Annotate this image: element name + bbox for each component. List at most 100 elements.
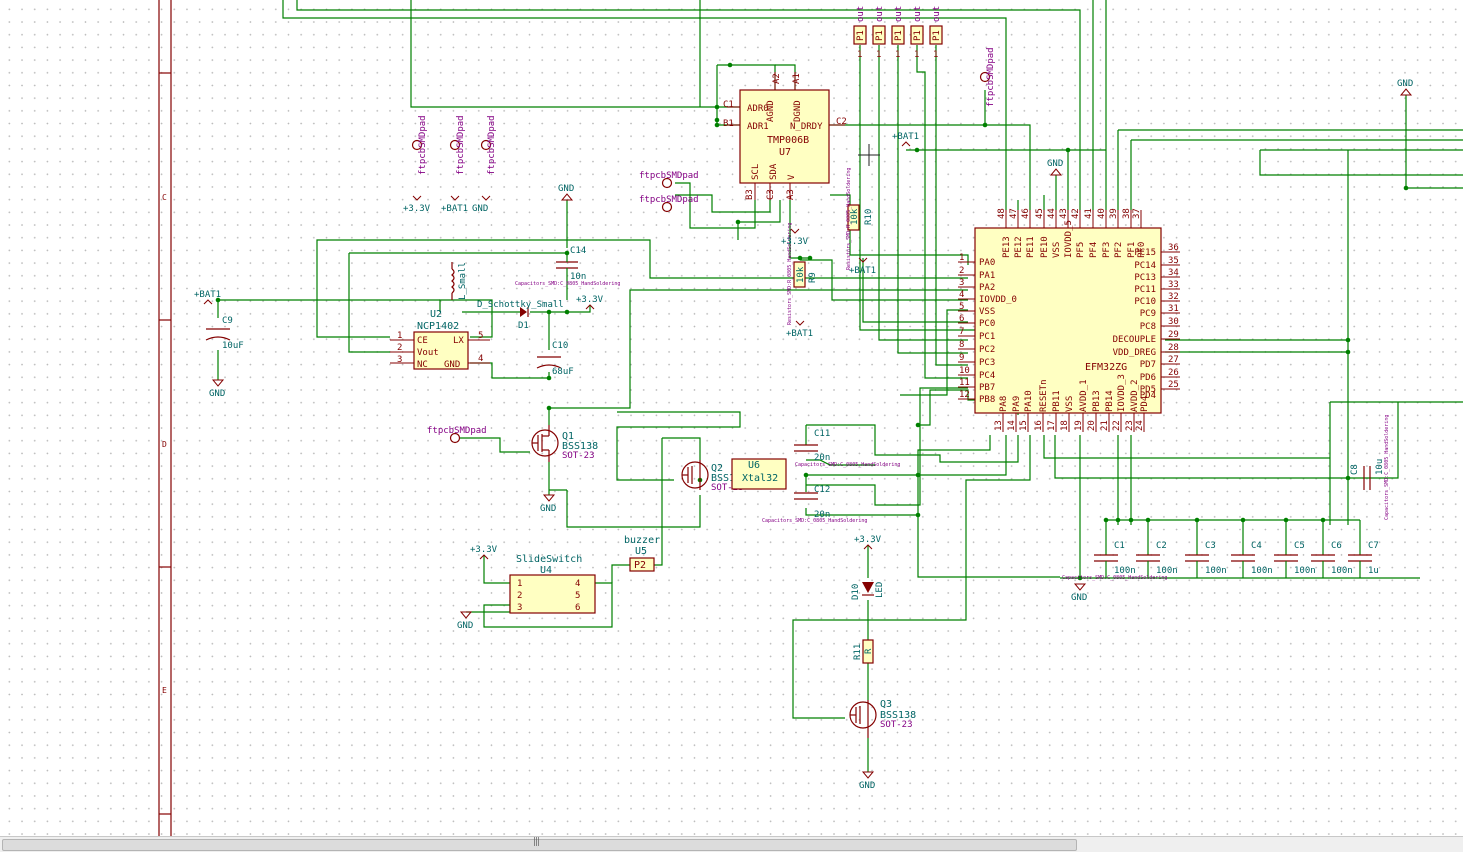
u1-pin-left-5: PC0 [979, 319, 995, 329]
u5-value: buzzer [624, 535, 660, 546]
test-pad-label-3: ftpcbSMDpad [986, 47, 996, 107]
u1-num-right-11: 25 [1168, 380, 1179, 390]
component-l1[interactable]: L_Small [451, 262, 468, 300]
component-q3[interactable]: Q3 BSS138 SOT-23 [849, 699, 916, 738]
p1-pin-2: 1 [895, 50, 900, 60]
u1-pin-bottom-0: PA8 [999, 396, 1009, 412]
power-up-label-2: +3.3V [470, 545, 498, 555]
u1-num-top-9: 39 [1109, 208, 1119, 219]
component-u5[interactable]: buzzer U5 P2 [624, 535, 660, 572]
u1-pin-bottom-11: PD4 [1140, 396, 1150, 412]
u1-pin-top-8: PF3 [1102, 242, 1112, 258]
component-q1[interactable]: Q1 BSS138 SOT-23 [531, 425, 598, 462]
bypass-cap-ref-3: C4 [1251, 541, 1262, 551]
component-c10[interactable]: C10 68uF [536, 341, 574, 377]
power-down-label-1: +BAT1 [441, 204, 468, 214]
power-down-label-2: GND [472, 204, 488, 214]
u1-pin-right-0: PC15 [1134, 248, 1156, 258]
power-up-label-0: +BAT1 [194, 290, 221, 300]
u1-num-bottom-4: 17 [1047, 420, 1057, 431]
u7-value: TMP006B [767, 135, 809, 146]
p1-pin-4: 1 [933, 50, 938, 60]
bypass-cap-ref-1: C2 [1156, 541, 1167, 551]
u1-num-right-4: 32 [1168, 292, 1179, 302]
p1-label-3: out [913, 6, 923, 22]
component-u6[interactable]: U6 Xtal32 [731, 458, 787, 490]
horizontal-scrollbar[interactable]: ||| [0, 836, 1463, 852]
u1-num-right-1: 35 [1168, 256, 1179, 266]
component-d1[interactable]: D_Schottky_Small D1 [477, 300, 564, 331]
gnd-symbol-0: GND [209, 379, 225, 399]
u1-num-left-5: 6 [959, 314, 964, 324]
u7-pin-v: V [787, 174, 797, 180]
u1-pin-bottom-9: IOVDD_3 [1117, 374, 1127, 412]
u7-pin-ndrdy: N_DRDY [790, 122, 823, 132]
component-r11[interactable]: R11 R [853, 639, 874, 664]
u1-num-bottom-3: 16 [1034, 420, 1044, 431]
u2-pin-nc: NC [417, 360, 428, 370]
sheet-frame: C D E [158, 0, 172, 836]
test-pad-0: ftpcbSMDpad [411, 115, 428, 175]
u1-pin-left-7: PC2 [979, 345, 995, 355]
component-d10[interactable]: D10 LED [851, 582, 885, 600]
frame-row-e: E [162, 686, 167, 695]
u1-num-right-3: 33 [1168, 280, 1179, 290]
u1-pin-left-4: VSS [979, 307, 995, 317]
u4-pin-6: 6 [575, 603, 580, 613]
p1-label-4: out [932, 6, 942, 22]
component-u2[interactable]: CE Vout NC LX GND 1 2 3 5 4 U2 NCP1402 [390, 309, 490, 370]
r10-footprint: Resistors_SMD:R_0805_HandSoldering [846, 168, 852, 270]
component-c11[interactable]: C11 20n Capacitors_SMD:C_0805_HandSolder… [794, 429, 900, 468]
gnd-label-up-2: GND [1397, 79, 1413, 89]
u4-ref: U4 [540, 565, 552, 576]
power-down-label-4: +BAT1 [849, 266, 876, 276]
component-u1-efm32zg[interactable]: EFM32ZG PE1348PE1247PE1146PE1045VSS44IOV… [958, 208, 1180, 432]
u2-value: NCP1402 [417, 321, 459, 332]
component-c8[interactable]: C8 10u Capacitors_SMD:C_0805_HandSolderi… [1350, 415, 1390, 520]
u2-ref: U2 [430, 309, 442, 320]
u1-pin-right-5: PC9 [1140, 309, 1156, 319]
component-c9[interactable]: C9 10uF [205, 316, 244, 351]
u1-num-right-8: 28 [1168, 343, 1179, 353]
component-u7[interactable]: ADR0 ADR1 N_DRDY AGND DGND SCL SDA V TMP… [723, 72, 847, 200]
component-u4[interactable]: 1 2 3 4 5 6 SlideSwitch U4 [509, 554, 596, 614]
u1-num-top-6: 42 [1071, 208, 1081, 219]
q2-ref: Q2 [711, 463, 723, 474]
u2-num-4: 4 [478, 354, 483, 364]
wires[interactable] [217, 0, 1463, 772]
component-q2[interactable]: Q2 BSS138 SOT-23 [681, 460, 747, 493]
u1-pin-top-4: VSS [1052, 242, 1062, 258]
u1-pin-top-0: PE13 [1002, 236, 1012, 258]
gnd-symbol-1: GND [540, 494, 556, 514]
c10-ref: C10 [552, 341, 568, 351]
bypass-cap-ref-5: C6 [1331, 541, 1342, 551]
p1-label-0: out [856, 6, 866, 22]
component-c14[interactable]: C14 10n Capacitors_SMD:C_0805_HandSolder… [515, 246, 620, 287]
u1-pin-bottom-1: PA9 [1012, 396, 1022, 412]
test-pad-5: ftpcbSMDpad [639, 195, 699, 213]
component-c12[interactable]: C12 20n Capacitors_SMD:C_0805_HandSolder… [762, 485, 867, 524]
component-r10[interactable]: 10k R10 Resistors_SMD:R_0805_HandSolderi… [846, 168, 874, 270]
gnd-symbol-4: GND [1071, 583, 1087, 603]
u1-pin-top-5: IOVDD_5 [1064, 220, 1074, 258]
q1-value: BSS138 [562, 441, 598, 452]
u1-pin-right-9: PD7 [1140, 360, 1156, 370]
u1-num-top-4: 44 [1047, 208, 1057, 219]
u6-ref: U6 [748, 460, 760, 471]
scrollbar-thumb[interactable]: ||| [2, 837, 1077, 851]
gnd-symbol-up-1: GND [1047, 159, 1063, 176]
component-r9[interactable]: 10k R9 Resistors_SMD:R_0805_HandSolderin… [787, 223, 818, 325]
u1-num-top-0: 48 [997, 208, 1007, 219]
c8-footprint: Capacitors_SMD:C_0805_HandSoldering [1384, 415, 1390, 520]
u2-pin-ce: CE [417, 336, 428, 346]
u1-pin-left-2: PA2 [979, 283, 995, 293]
u1-num-bottom-9: 22 [1112, 420, 1122, 431]
u1-pin-top-1: PE12 [1014, 236, 1024, 258]
